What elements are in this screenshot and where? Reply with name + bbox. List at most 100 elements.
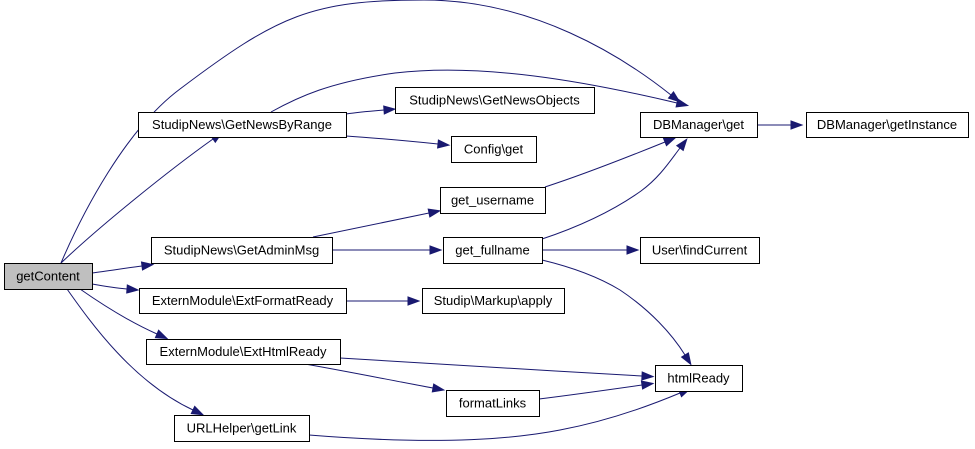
edge-ext-format-ready-to-markup-apply [345,296,421,306]
edge-arrowhead [154,329,169,340]
node-config-get[interactable]: Config\get [451,136,537,163]
node-user-find-current[interactable]: User\findCurrent [640,237,760,264]
node-box [440,187,546,214]
node-label: getContent [16,269,80,284]
edge-arrowhead [427,208,442,218]
edge-get-content-to-ext-format-ready [91,283,140,294]
edge-line [538,384,643,400]
node-box [446,390,540,417]
node-label: StudipNews\GetNewsObjects [409,93,580,108]
edge-line [339,357,643,377]
node-box [422,288,565,314]
edge-line [541,259,686,356]
node-label: Config\get [464,142,524,157]
edge-arrowhead [641,371,655,381]
node-get-news-objects[interactable]: StudipNews\GetNewsObjects [395,87,595,114]
node-get-content[interactable]: getContent [4,263,93,290]
edge-line [91,265,143,274]
edge-get-admin-msg-to-get-fullname [331,245,443,255]
node-label: StudipNews\GetNewsByRange [152,117,332,132]
edge-arrowhead [640,380,655,390]
node-urlhelper-get-link[interactable]: URLHelper\getLink [174,415,310,442]
node-ext-format-ready[interactable]: ExternModule\ExtFormatReady [139,288,347,314]
edge-ext-html-ready-to-format-links [304,363,446,393]
node-get-fullname[interactable]: get_fullname [443,237,543,264]
node-label: htmlReady [667,371,730,386]
edge-arrowhead [675,138,688,152]
edge-arrowhead [662,137,677,147]
node-get-news-by-range[interactable]: StudipNews\GetNewsByRange [138,112,347,138]
edge-line [544,141,666,188]
edge-dbmanager-get-to-dbmanager-get-instance [756,120,804,130]
node-dbmanager-get-instance[interactable]: DBManager\getInstance [806,112,969,138]
node-get-admin-msg[interactable]: StudipNews\GetAdminMsg [151,237,333,264]
node-box [151,237,333,264]
edge-line [270,69,678,113]
edge-arrowhead [790,120,804,130]
edge-get-content-to-ext-html-ready [79,288,169,340]
node-box [451,136,537,163]
node-label: ExternModule\ExtHtmlReady [160,344,327,359]
edge-arrowhead [190,405,205,416]
node-format-links[interactable]: formatLinks [446,390,540,417]
edge-arrowhead [437,139,451,149]
node-box [4,263,93,290]
node-get-username[interactable]: get_username [440,187,546,214]
node-box [640,112,758,138]
edge-get-content-to-get-admin-msg [91,261,155,274]
node-box [138,112,347,138]
edge-line [308,392,681,441]
edge-get-username-to-dbmanager-get [544,137,677,188]
call-graph-edges [60,0,804,441]
edge-get-news-by-range-to-get-news-objects [345,105,397,115]
edge-arrowhead [675,98,690,108]
node-ext-html-ready[interactable]: ExternModule\ExtHtmlReady [146,339,341,365]
edge-arrowhead [429,245,443,255]
node-label: URLHelper\getLink [187,421,297,436]
node-markup-apply[interactable]: Studip\Markup\apply [422,288,565,314]
edge-ext-html-ready-to-html-ready [339,357,655,381]
edge-arrowhead [431,383,446,393]
edge-line [60,138,214,264]
node-label: get_username [451,193,534,208]
edge-line [312,212,430,238]
node-label: get_fullname [455,243,529,258]
edge-line [91,283,128,290]
node-dbmanager-get[interactable]: DBManager\get [640,112,758,138]
edge-arrowhead [140,261,155,271]
node-box [806,112,969,138]
edge-line [66,288,194,411]
node-box [655,365,743,392]
call-graph-nodes: getContentStudipNews\GetNewsByRangeStudi… [4,87,969,442]
edge-arrowhead [383,105,397,115]
node-label: Studip\Markup\apply [434,293,553,308]
edge-arrowhead [680,352,692,366]
edge-get-admin-msg-to-get-username [312,208,442,238]
edge-arrowhead [126,284,140,294]
edge-get-news-by-range-to-dbmanager-get [270,69,690,113]
node-label: DBManager\getInstance [817,117,957,132]
node-label: formatLinks [459,396,527,411]
node-label: User\findCurrent [652,243,748,258]
edge-get-fullname-to-dbmanager-get [541,138,688,240]
node-html-ready[interactable]: htmlReady [655,365,743,392]
edge-line [60,0,672,264]
node-box [443,237,543,264]
edge-get-content-to-urlhelper-get-link [66,288,205,416]
edge-arrowhead [407,296,421,306]
edge-line [304,363,434,389]
edge-get-fullname-to-user-find-current [541,245,640,255]
edge-arrowhead [667,91,681,103]
node-box [146,339,341,365]
edge-line [541,147,681,240]
edge-arrowhead [626,245,640,255]
edge-get-news-by-range-to-config-get [345,135,451,149]
node-box [640,237,760,264]
edge-line [79,288,158,335]
edge-get-content-to-dbmanager-get [60,0,681,264]
edge-get-fullname-to-html-ready [541,259,692,366]
node-label: StudipNews\GetAdminMsg [164,243,319,258]
edge-line [345,135,439,145]
node-label: DBManager\get [653,117,744,132]
